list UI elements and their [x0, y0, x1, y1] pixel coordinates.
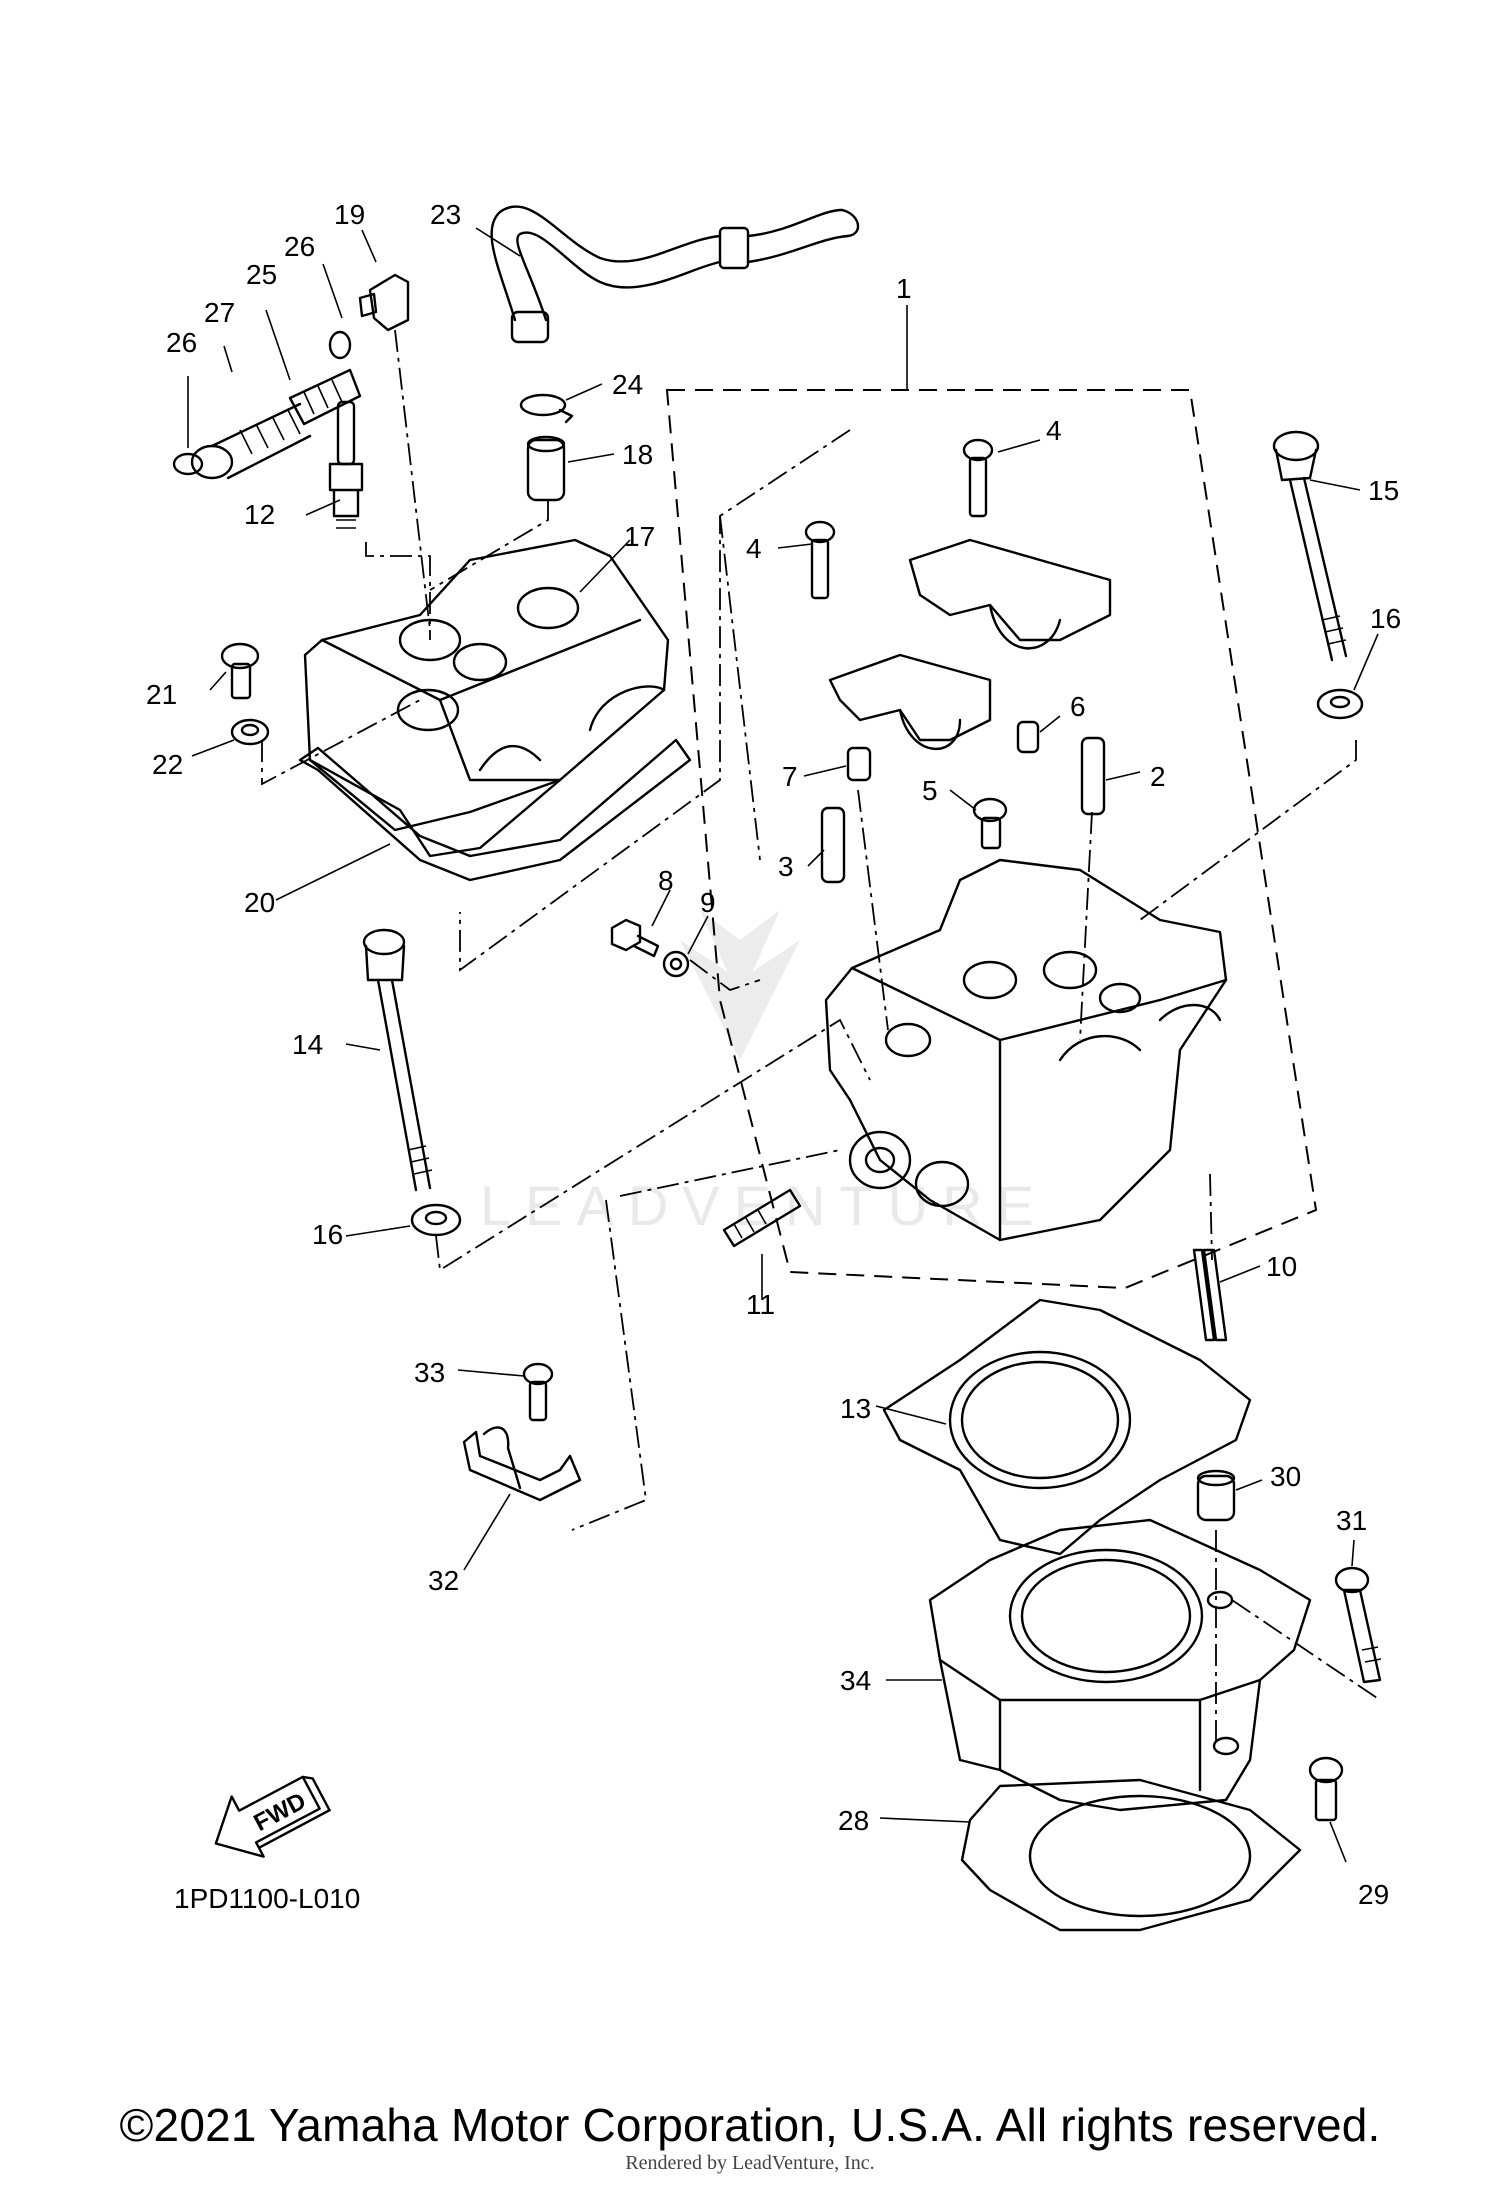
- callout-16a: 16: [1370, 603, 1401, 634]
- callout-27: 27: [204, 297, 235, 328]
- callout-12: 12: [244, 499, 275, 530]
- callout-21: 21: [146, 679, 177, 710]
- cylinder-34[interactable]: [928, 1518, 1312, 1812]
- bracket-32[interactable]: [462, 1426, 582, 1502]
- bolt-5[interactable]: [972, 797, 1008, 850]
- callout-15: 15: [1368, 475, 1399, 506]
- callout-22: 22: [152, 749, 183, 780]
- diagram-code: 1PD1100-L010: [174, 1883, 360, 1914]
- guide-2[interactable]: [1080, 736, 1106, 816]
- callout-26a: 26: [284, 231, 315, 262]
- washer-22[interactable]: [230, 718, 270, 746]
- bolt-29[interactable]: [1308, 1756, 1344, 1822]
- callout-34: 34: [840, 1665, 871, 1696]
- fwd-arrow-icon: FWD: [214, 1775, 332, 1858]
- callout-17: 17: [624, 521, 655, 552]
- callout-5: 5: [922, 775, 938, 806]
- base-gasket-28[interactable]: [960, 1778, 1302, 1932]
- bolt-8[interactable]: [610, 918, 660, 958]
- elbow-19[interactable]: [358, 273, 410, 332]
- clip-24[interactable]: [519, 393, 574, 424]
- breather-hose[interactable]: [490, 205, 860, 344]
- union-18[interactable]: [526, 435, 566, 502]
- callout-6: 6: [1070, 691, 1086, 722]
- callout-11: 11: [746, 1289, 775, 1320]
- callout-3: 3: [778, 851, 794, 882]
- dowel-7[interactable]: [846, 746, 872, 782]
- cam-cap-front[interactable]: [828, 653, 992, 750]
- boot-assembly[interactable]: [172, 330, 362, 480]
- rendered-by-note: Rendered by LeadVenture, Inc.: [625, 2152, 875, 2174]
- callout-32: 32: [428, 1565, 459, 1596]
- stud-10[interactable]: [1192, 1248, 1228, 1342]
- stud-14[interactable]: [362, 928, 433, 1192]
- callout-9: 9: [700, 887, 716, 918]
- callout-13: 13: [840, 1393, 871, 1424]
- callout-1: 1: [896, 273, 912, 304]
- assembly-bracket: [665, 305, 1318, 1290]
- bolt-21[interactable]: [220, 642, 260, 700]
- callout-labels: 1 2 3 4 4 5 6 7 8 9 10 11 12 13 14 15 16…: [146, 199, 1401, 1910]
- dowel-30[interactable]: [1196, 1469, 1236, 1522]
- assembly-lines: [261, 329, 1381, 1746]
- washer-16a[interactable]: [1316, 688, 1364, 720]
- callout-19: 19: [334, 199, 365, 230]
- callout-31: 31: [1336, 1505, 1367, 1536]
- callout-24: 24: [612, 369, 643, 400]
- washer-16b[interactable]: [410, 1203, 462, 1237]
- callout-8: 8: [658, 865, 674, 896]
- callout-25: 25: [246, 259, 277, 290]
- bolt-4b[interactable]: [962, 438, 994, 518]
- callout-23: 23: [430, 199, 461, 230]
- callout-2: 2: [1150, 761, 1166, 792]
- stud-11[interactable]: [722, 1188, 802, 1248]
- cylinder-gasket-13[interactable]: [882, 1298, 1252, 1556]
- stud-15[interactable]: [1272, 430, 1348, 662]
- callout-4b: 4: [1046, 415, 1062, 446]
- callout-16b: 16: [312, 1219, 343, 1250]
- callout-28: 28: [838, 1805, 869, 1836]
- cam-cap-rear[interactable]: [908, 538, 1112, 650]
- washer-9[interactable]: [662, 950, 690, 978]
- spark-plug-12[interactable]: [328, 400, 364, 529]
- bolt-4a[interactable]: [804, 520, 836, 600]
- dowel-6[interactable]: [1016, 720, 1040, 754]
- callout-29: 29: [1358, 1879, 1389, 1910]
- callout-14: 14: [292, 1029, 323, 1060]
- callout-30: 30: [1270, 1461, 1301, 1492]
- guide-3[interactable]: [820, 806, 846, 884]
- bolt-31[interactable]: [1334, 1566, 1382, 1684]
- cylinder-head[interactable]: [824, 858, 1228, 1242]
- callout-26b: 26: [166, 327, 197, 358]
- callout-20: 20: [244, 887, 275, 918]
- watermark: LEADVENTURE: [480, 910, 1034, 1237]
- callout-7: 7: [782, 761, 798, 792]
- head-cover-17[interactable]: [303, 538, 670, 858]
- callout-4a: 4: [746, 533, 762, 564]
- callout-10: 10: [1266, 1251, 1297, 1282]
- callout-33: 33: [414, 1357, 445, 1388]
- gasket-20[interactable]: [298, 738, 692, 882]
- copyright-notice: ©2021 Yamaha Motor Corporation, U.S.A. A…: [119, 2099, 1381, 2151]
- bolt-33[interactable]: [522, 1362, 554, 1422]
- leader-lines: [187, 227, 1379, 1863]
- callout-18: 18: [622, 439, 653, 470]
